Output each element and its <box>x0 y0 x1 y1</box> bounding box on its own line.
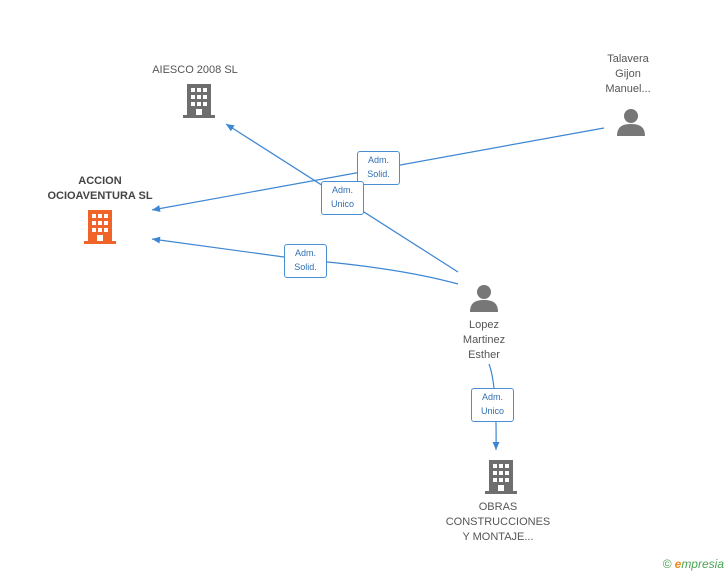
edge-label-line-1: Adm. <box>481 392 503 402</box>
node-label-obras-line-3: Y MONTAJE... <box>462 531 534 543</box>
node-label-accion[interactable]: ACCION OCIOAVENTURA SL <box>20 174 180 204</box>
node-label-obras-line-2: CONSTRUCCIONES <box>445 516 551 528</box>
building-icon-accion[interactable] <box>84 210 116 244</box>
edge-label-line-2: Unico <box>480 406 504 416</box>
edge-label-line-1: Adm. <box>331 185 353 195</box>
arrowhead-lopez-aiesco <box>226 124 235 132</box>
person-icon-lopez[interactable] <box>469 284 499 312</box>
node-label-talavera-line-1: Talavera <box>607 53 649 65</box>
node-label-talavera-line-3: Manuel... <box>605 83 651 95</box>
node-label-obras[interactable]: OBRAS CONSTRUCCIONES Y MONTAJE... <box>428 500 568 545</box>
arrowhead-lopez-obras <box>492 442 500 450</box>
edge-label-line-1: Adm. <box>294 248 316 258</box>
edge-label-talavera-accion[interactable]: Adm. Solid. <box>357 151 400 185</box>
copyright-symbol: © <box>662 557 672 571</box>
node-label-accion-line-2: OCIOAVENTURA SL <box>47 190 153 202</box>
edge-label-lopez-accion[interactable]: Adm. Solid. <box>284 244 327 278</box>
brand-initial: e <box>674 557 682 571</box>
node-label-aiesco-text: AIESCO 2008 SL <box>152 64 238 76</box>
node-label-lopez-line-2: Martinez <box>462 334 506 346</box>
edge-label-line-2: Unico <box>330 199 354 209</box>
node-label-accion-line-1: ACCION <box>78 175 122 187</box>
edge-label-line-1: Adm. <box>367 155 389 165</box>
edge-label-lopez-obras[interactable]: Adm. Unico <box>471 388 514 422</box>
edge-label-line-2: Solid. <box>367 169 390 179</box>
node-label-talavera-line-2: Gijon <box>615 68 641 80</box>
node-label-lopez-line-1: Lopez <box>469 319 499 331</box>
arrowhead-lopez-accion <box>152 236 161 244</box>
node-label-aiesco[interactable]: AIESCO 2008 SL <box>130 63 260 78</box>
building-icon-obras[interactable] <box>485 460 517 494</box>
brand-name: mpresia <box>681 557 724 571</box>
node-label-obras-line-1: OBRAS <box>478 501 518 513</box>
edge-label-lopez-aiesco[interactable]: Adm. Unico <box>321 181 364 215</box>
node-label-talavera[interactable]: Talavera Gijon Manuel... <box>578 52 678 97</box>
node-label-lopez[interactable]: Lopez Martinez Esther <box>434 318 534 363</box>
edge-label-line-2: Solid. <box>294 262 317 272</box>
building-icon-aiesco[interactable] <box>183 84 215 118</box>
node-label-lopez-line-3: Esther <box>468 349 500 361</box>
arrowhead-talavera-accion <box>152 205 161 213</box>
person-icon-talavera[interactable] <box>616 108 646 136</box>
empresia-brand[interactable]: ©empresia <box>663 557 724 571</box>
